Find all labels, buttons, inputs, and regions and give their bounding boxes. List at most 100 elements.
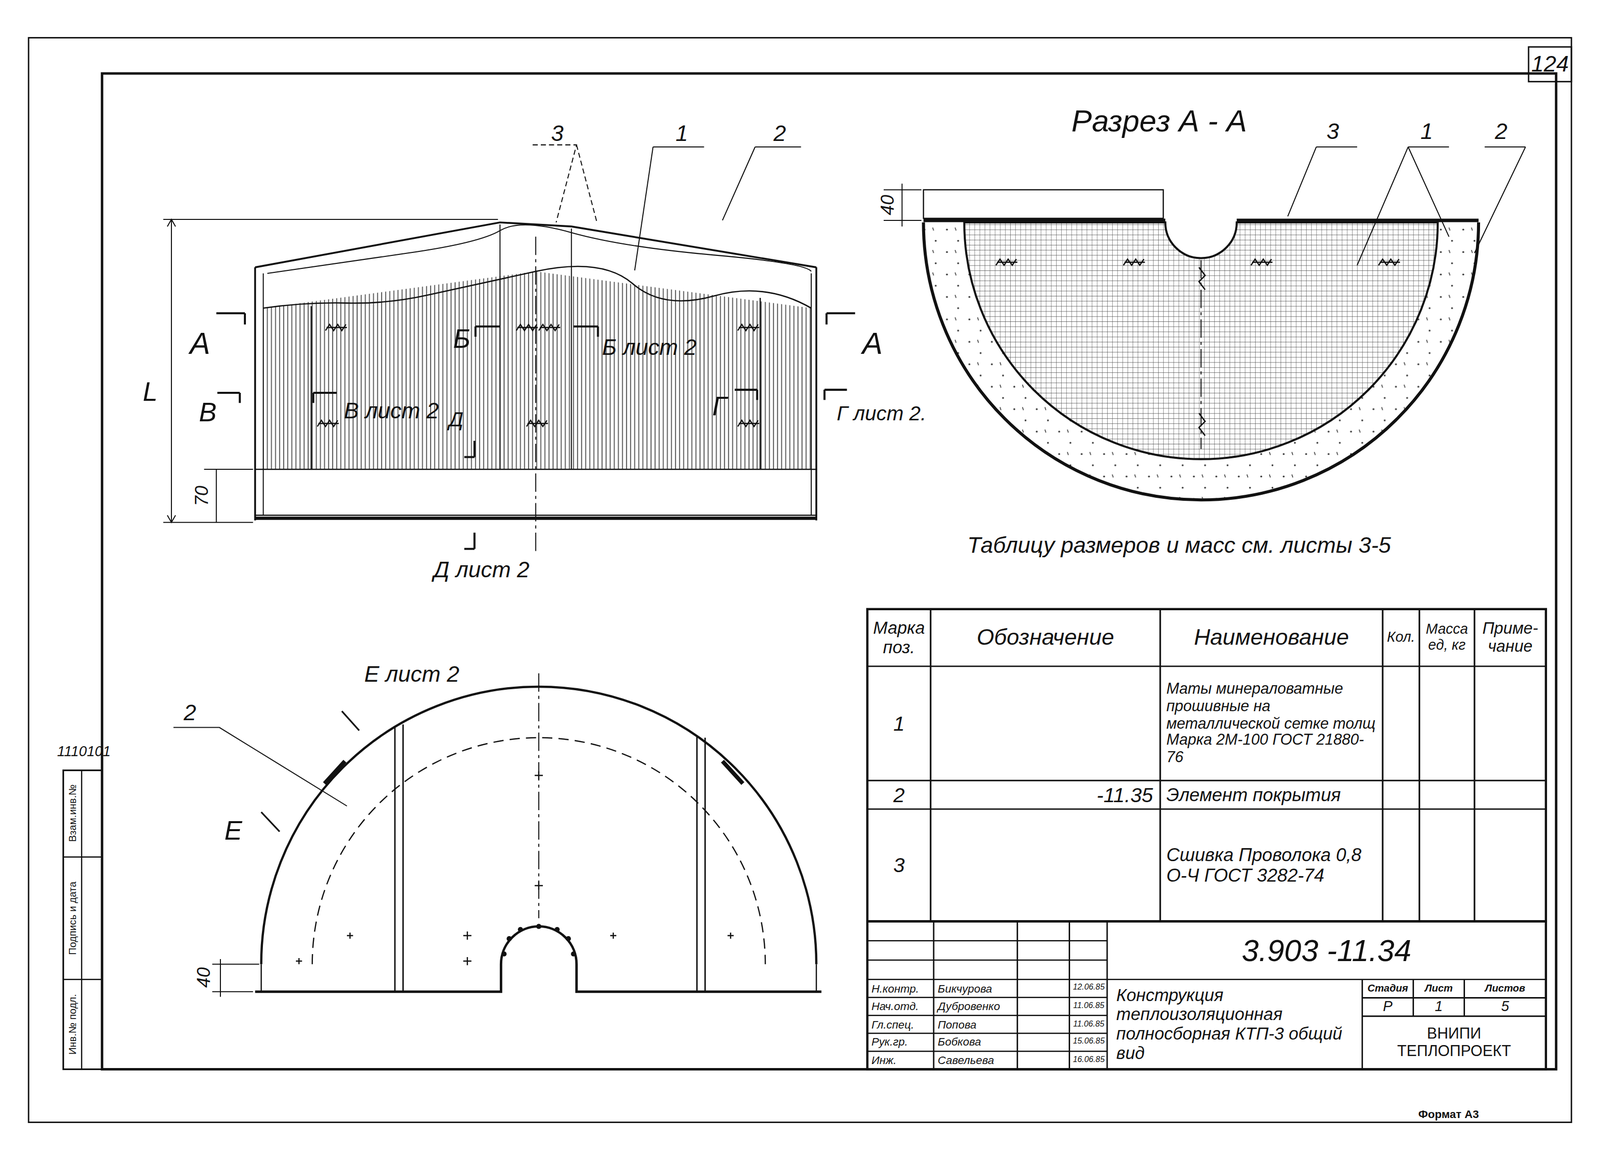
table-cell: Обозначение: [930, 609, 1161, 667]
front-view: [464, 440, 475, 458]
plan-view: [295, 771, 734, 966]
front-view: [475, 326, 500, 337]
section-mark: Е лист 2: [364, 661, 460, 688]
front-view: [826, 313, 856, 325]
section-mark: В лист 2: [343, 397, 439, 424]
table-cell: Сшивка Проволока 0,8 О-Ч ГОСТ 3282-74: [1164, 813, 1380, 918]
plan-view: [536, 924, 542, 930]
front-view: [217, 392, 240, 403]
plan-view: [261, 964, 817, 992]
section-mark: В: [198, 397, 217, 429]
drawing-number: 3.903 -11.34: [1107, 921, 1547, 980]
plan-view: [394, 727, 396, 993]
title-block: [1362, 979, 1546, 1070]
front-view: [737, 324, 760, 331]
front-view: [737, 420, 760, 427]
front-view: [203, 468, 253, 470]
section-mark: Е: [224, 816, 242, 847]
stamp-cell: Дубровенко: [935, 997, 1018, 1016]
stamp-cell: Бобкова: [935, 1033, 1018, 1052]
sheet-frame: [63, 770, 103, 1070]
plan-view: [212, 991, 254, 993]
plan-view: [565, 936, 571, 942]
plan-view: [261, 812, 280, 832]
dimension: 40: [877, 194, 899, 216]
format-note: Формат А3: [1418, 1108, 1480, 1122]
front-view: [267, 224, 812, 274]
stamp-cell: 11.06.85: [1070, 1015, 1107, 1034]
section-view: [923, 222, 1480, 500]
callout-number: 3: [550, 120, 564, 147]
section-view: [923, 222, 1480, 500]
spec-table: [867, 666, 1547, 810]
note: Таблицу размеров и масс см. листы 3-5: [967, 532, 1392, 559]
front-view: [167, 219, 176, 523]
title-block: [933, 921, 1108, 1070]
sheet-frame: [80, 770, 82, 1070]
callout-number: 1: [675, 120, 688, 147]
front-view: [526, 420, 548, 427]
stamp-cell: 12.06.85: [1070, 979, 1107, 998]
archive-number: 1110101: [56, 742, 111, 760]
stamp-cell: Р: [1362, 998, 1414, 1017]
stamp-cell: Савельева: [935, 1051, 1018, 1070]
margin-cell: Инв.№ подл.: [66, 994, 78, 1055]
front-view: [634, 146, 705, 271]
section-view: [1357, 146, 1450, 266]
stamp-cell: Лист: [1413, 979, 1465, 999]
front-view: [464, 532, 475, 550]
sheet-frame: [28, 37, 1572, 1123]
title-block: [867, 921, 1547, 1070]
page-number: 124: [1528, 46, 1572, 82]
section-view: [1378, 259, 1401, 266]
section-view: [1251, 259, 1273, 266]
section-mark: А: [189, 326, 211, 362]
callout-number: 2: [183, 699, 196, 726]
section-view: [901, 183, 903, 227]
stamp-cell: Попова: [935, 1015, 1018, 1034]
view-title: Разрез А - А: [1071, 103, 1248, 139]
front-view: [535, 236, 537, 552]
callout-number: 2: [1495, 118, 1508, 145]
front-view: [313, 392, 337, 403]
spec-table: [930, 609, 1475, 922]
stamp-cell: 1: [1413, 998, 1465, 1017]
front-view: [216, 313, 245, 325]
front-view: [263, 271, 812, 470]
front-view: [170, 219, 172, 523]
stamp-cell: Нач.отд.: [869, 997, 933, 1016]
stamp-cell: Бикчурова: [935, 979, 1018, 998]
spec-table: [867, 609, 1547, 922]
section-view: [923, 189, 1164, 219]
front-view: [215, 469, 217, 523]
table-cell: Элемент покрытия: [1164, 780, 1380, 810]
sheet-frame: [1528, 46, 1572, 82]
table-cell: -11.35: [1061, 780, 1156, 810]
front-view: [163, 218, 499, 220]
plan-view: [570, 951, 576, 957]
stamp-cell: Листов: [1464, 979, 1546, 999]
section-view: [883, 146, 1526, 500]
dimension: L: [142, 377, 158, 408]
front-view: [254, 516, 817, 521]
front-view: [325, 324, 347, 331]
sheet-frame: [101, 73, 1557, 1070]
stamp-cell: Гл.спец.: [869, 1015, 933, 1034]
table-cell: Масса ед, кг: [1419, 609, 1475, 667]
stamp-cell: 15.06.85: [1070, 1033, 1107, 1052]
section-view: [1200, 260, 1202, 450]
plan-view: [704, 737, 706, 992]
front-view: [573, 326, 598, 337]
plan-view: [219, 959, 221, 998]
front-view: [254, 469, 817, 516]
section-mark: Г лист 2.: [836, 401, 927, 426]
section-view: [1474, 146, 1526, 253]
section-view: [923, 218, 1166, 222]
section-view: [1123, 259, 1146, 266]
table-cell: 1: [867, 666, 931, 781]
sheet-frame: [28, 37, 1572, 1123]
table-cell: Маты минераловатные прошивные на металли…: [1164, 668, 1380, 779]
organization: ВНИПИ ТЕПЛОПРОЕКТ: [1367, 1018, 1542, 1068]
